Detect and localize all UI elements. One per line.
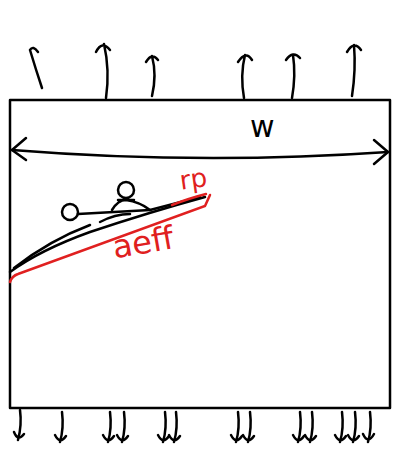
red-brackets [10,194,210,282]
outflow-arrows [30,44,361,98]
width-arrow [12,138,388,164]
rp-bracket [172,194,206,205]
inflow-arrows [14,410,374,442]
width-label: w [250,112,275,142]
sled-figure [10,182,205,272]
rp-label: rp [178,164,209,194]
aeff-bracket [10,195,210,282]
aeff-label: aeff [110,221,176,263]
container-box [10,100,390,408]
